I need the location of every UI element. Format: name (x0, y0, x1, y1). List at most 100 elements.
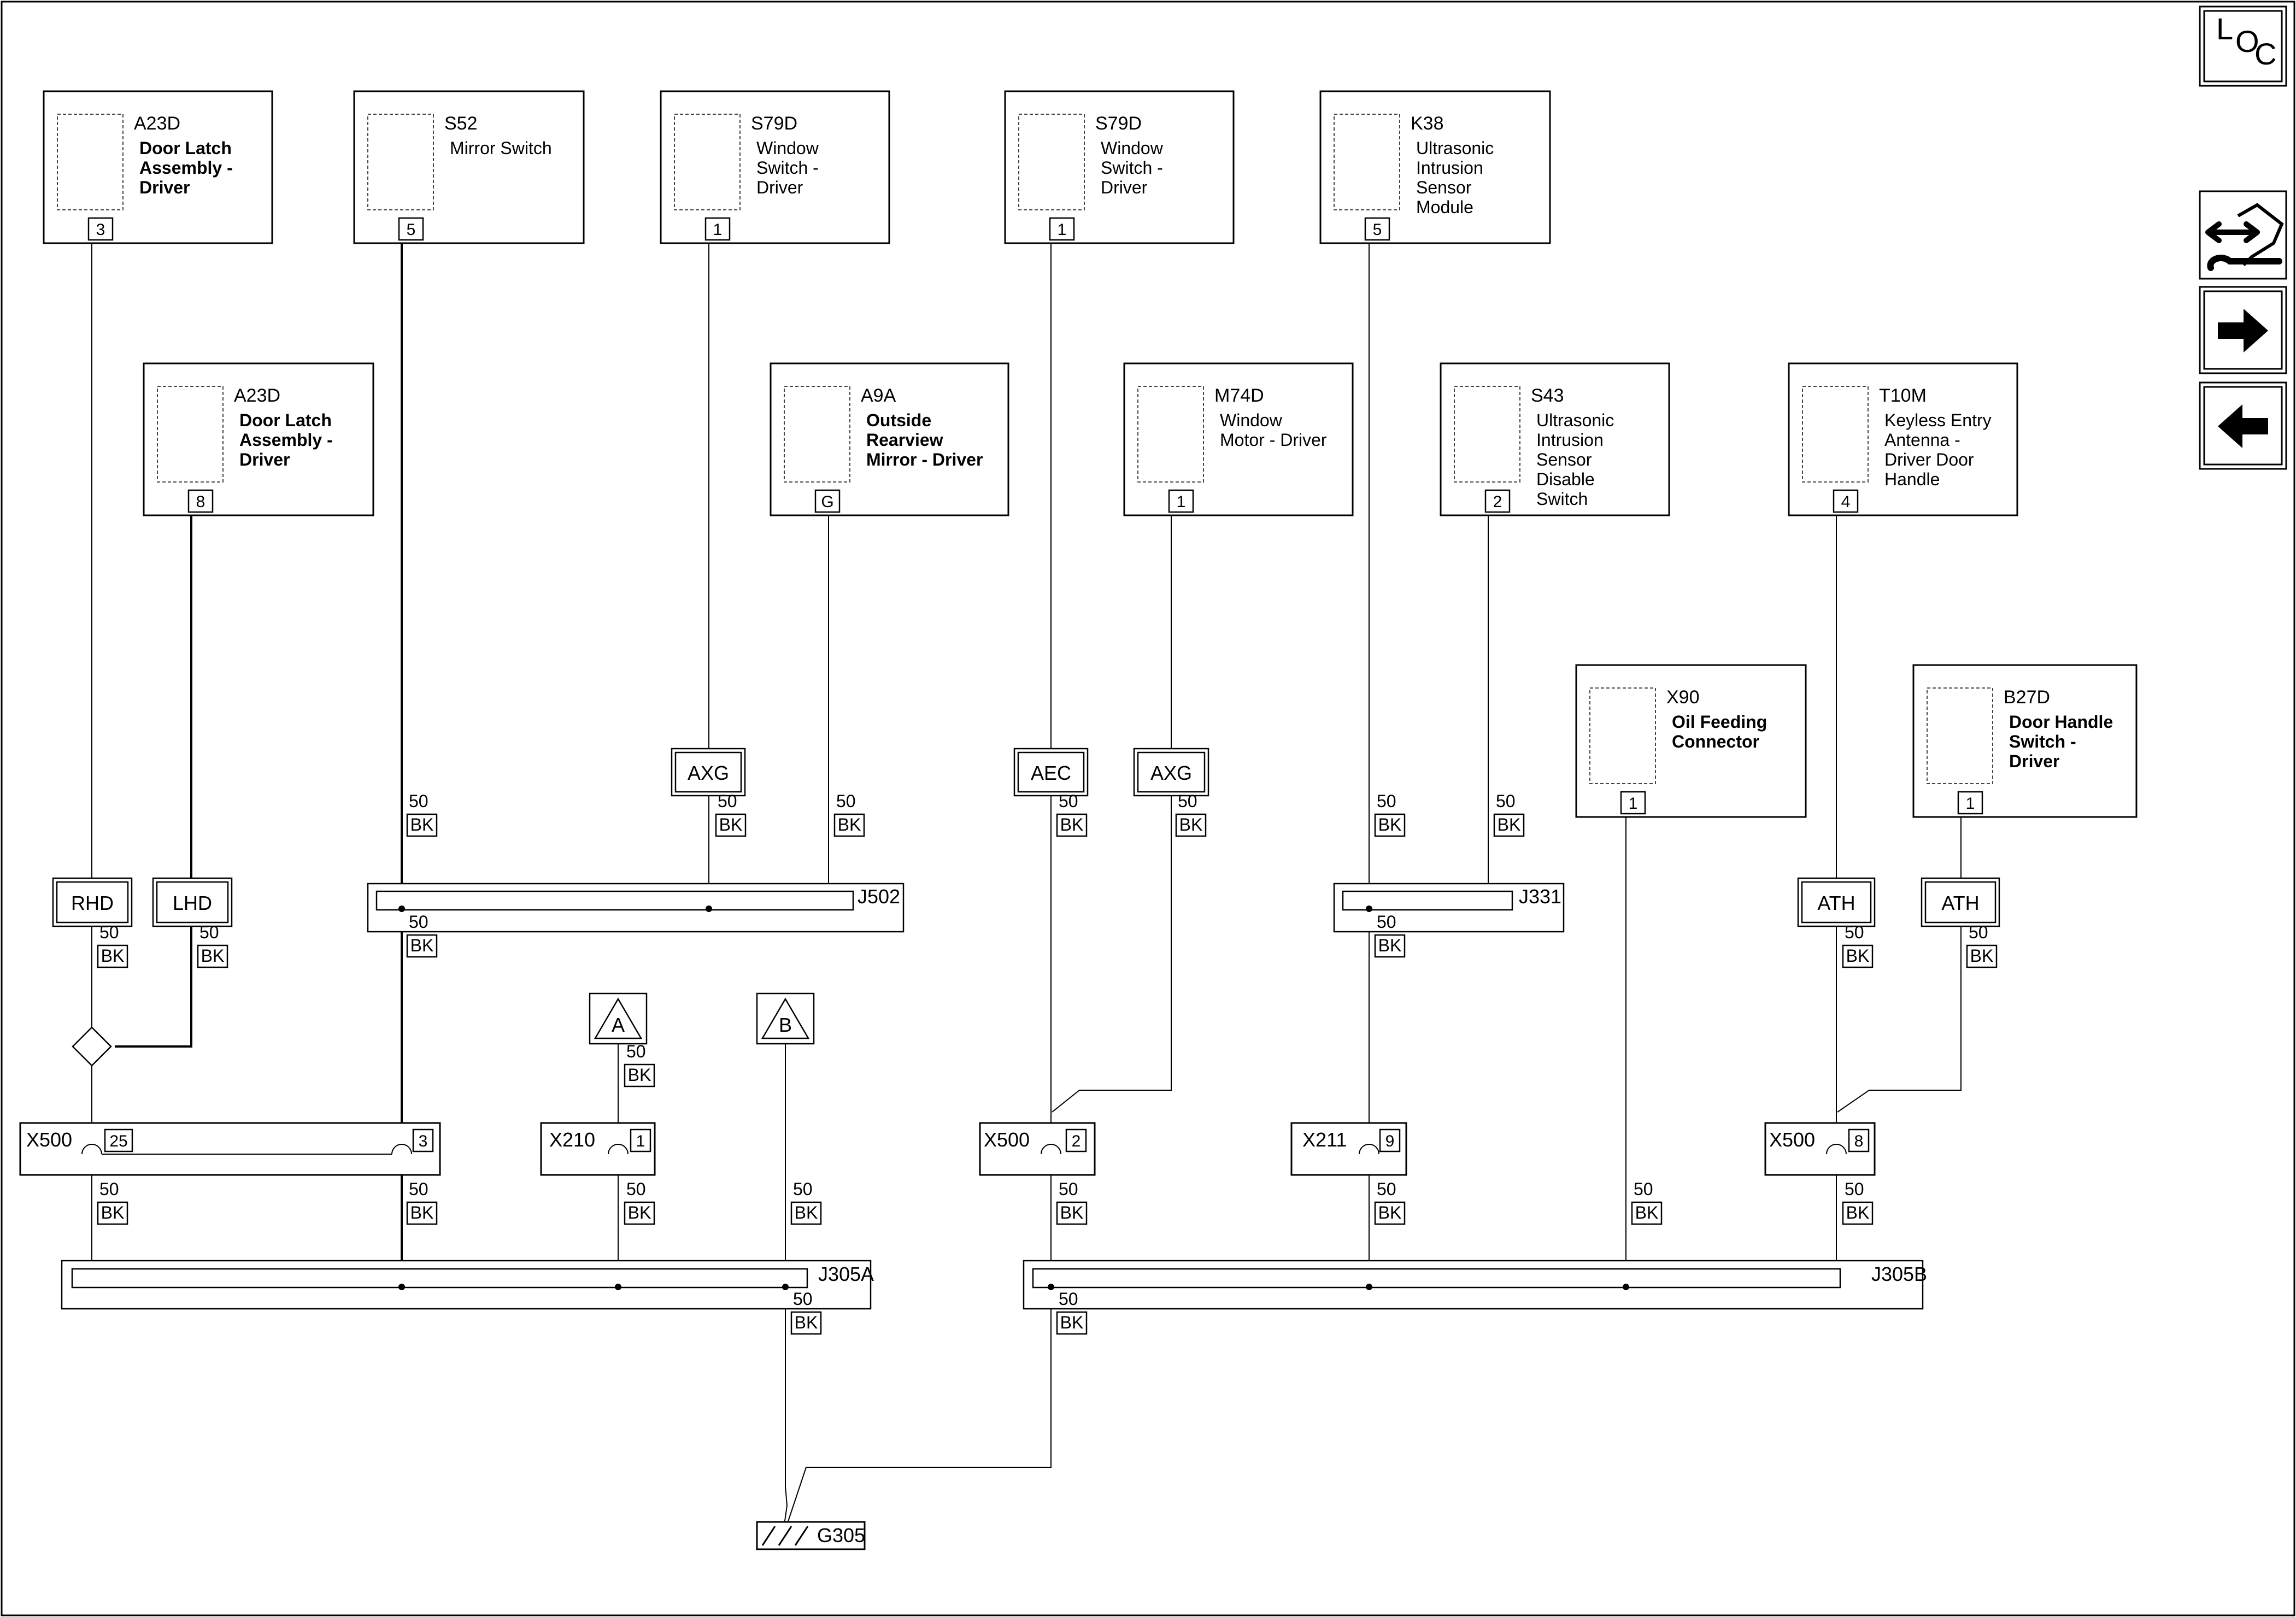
wire-b27d-b (1837, 926, 1962, 1113)
comp-k38-desc-0: Ultrasonic (1416, 138, 1494, 158)
loc-button[interactable]: L O C (2199, 5, 2287, 87)
wire-gauge: 50 (409, 912, 428, 932)
wire-gauge: 50 (1845, 1179, 1864, 1199)
comp-a23d-mid-desc-2: Driver (239, 450, 290, 469)
comp-b27d-body (1927, 687, 1993, 784)
comp-s43-desc-3: Disable (1536, 469, 1595, 489)
comp-s79d-1-body (674, 114, 741, 210)
wire-color: BK (201, 946, 225, 966)
comp-s43-name: S43 (1531, 385, 1564, 406)
inline-x500-c-name: X500 (1769, 1128, 1815, 1151)
comp-s52-name: S52 (444, 113, 478, 134)
inline-x500-a-pin25-box (104, 1128, 133, 1153)
comp-k38-desc-2: Sensor (1416, 178, 1472, 197)
back-arrow-button[interactable] (2199, 381, 2287, 470)
wire-color: BK (1635, 1203, 1659, 1222)
comp-t10m-desc-2: Driver Door (1884, 450, 1974, 469)
comp-s43-desc-2: Sensor (1536, 450, 1592, 469)
comp-s79d-1-name: S79D (751, 113, 797, 134)
comp-k38-pin-box (1364, 217, 1390, 241)
comp-a23d-top-name: A23D (134, 113, 180, 134)
wire-color: BK (1378, 815, 1402, 834)
comp-x90-pin: 1 (1629, 795, 1638, 813)
wire-gauge: 50 (1496, 791, 1516, 811)
inline-x500-c-pin-box (1848, 1128, 1870, 1153)
splice-j305a-dot-1 (398, 1284, 405, 1290)
inline-x210-name: X210 (549, 1128, 595, 1151)
option-axg-2: AXG (1133, 748, 1209, 797)
inline-x500-b-pin: 2 (1072, 1132, 1081, 1150)
comp-s79d-1-pin: 1 (713, 221, 723, 239)
wire-m74d-b (1052, 795, 1172, 1113)
option-axg-1: AXG (671, 748, 746, 797)
inline-x210-pin: 1 (636, 1132, 645, 1150)
wrench-arrows-icon (2205, 203, 2284, 271)
option-aec: AEC (1013, 748, 1089, 797)
svg-text:AXG: AXG (688, 762, 729, 784)
splice-j502-dot-1 (398, 905, 405, 912)
inline-x500-b-arc (1041, 1144, 1061, 1155)
inline-x500-a-name: X500 (26, 1128, 72, 1151)
wire-gauge: 50 (1178, 791, 1197, 811)
wire-color: BK (1060, 815, 1084, 834)
svg-text:AEC: AEC (1031, 762, 1071, 784)
wire-gauge: 50 (1059, 1289, 1078, 1309)
comp-a9a-name: A9A (861, 385, 896, 406)
wire-color: BK (101, 1203, 125, 1222)
wire-labels: 50BK50BK50BK50BK50BK50BK50BK50BK50BK50BK… (97, 791, 1998, 1335)
comp-a23d-mid-pin-box (187, 489, 214, 513)
loc-letter-o: O (2235, 24, 2259, 58)
comp-a9a-body (784, 386, 850, 483)
comp-a9a-pin: G (821, 493, 833, 511)
option-rhd: RHD (52, 877, 133, 927)
wire-color: BK (628, 1065, 651, 1085)
splices: J502 J331 J305A J305B (61, 883, 1927, 1310)
inline-x211-arc (1359, 1144, 1379, 1155)
comp-t10m-desc-0: Keyless Entry (1884, 410, 1992, 430)
svg-text:ATH: ATH (1817, 892, 1855, 914)
wire-color: BK (410, 815, 434, 834)
comp-s79d-2-pin: 1 (1058, 221, 1067, 239)
comp-b27d-desc-1: Switch - (2009, 732, 2076, 751)
inline-x500-a-pin3-arc (391, 1144, 412, 1155)
wire-gauge: 50 (718, 791, 737, 811)
wire-color: BK (1060, 1313, 1084, 1332)
splice-j331-dot-1 (1366, 905, 1372, 912)
diagnostic-tool-button[interactable] (2199, 190, 2287, 280)
wire-color: BK (1846, 946, 1870, 966)
splice-j502-label: J502 (858, 885, 900, 908)
comp-a23d-top-pin: 3 (96, 221, 105, 239)
comp-x90-name: X90 (1666, 687, 1700, 708)
inline-x500-a-pin25: 25 (109, 1132, 127, 1150)
inline-x211-pin: 9 (1385, 1132, 1395, 1150)
comp-m74d-name: M74D (1214, 385, 1264, 406)
junction-diamond (72, 1026, 112, 1067)
comp-a9a-desc-1: Rearview (866, 430, 943, 450)
loc-letter-l: L (2216, 11, 2233, 46)
comp-k38-desc-3: Module (1416, 197, 1473, 217)
inline-x211-pin-box (1379, 1128, 1401, 1153)
comp-a9a-desc-2: Mirror - Driver (866, 450, 983, 469)
comp-x90-body (1589, 687, 1656, 784)
splice-j305b-dot-1 (1048, 1284, 1054, 1290)
wire-gauge: 50 (409, 1179, 428, 1199)
next-arrow-button[interactable] (2199, 286, 2287, 374)
comp-a23d-mid-body (157, 386, 224, 483)
comp-m74d-desc-1: Motor - Driver (1220, 430, 1327, 450)
comp-a23d-mid-pin: 8 (196, 493, 205, 511)
inline-x211-name: X211 (1302, 1128, 1347, 1151)
wire-gauge: 50 (793, 1179, 813, 1199)
ref-triangle-b: B (756, 992, 815, 1045)
svg-text:AXG: AXG (1150, 762, 1192, 784)
splice-j305b-inner (1032, 1268, 1841, 1289)
